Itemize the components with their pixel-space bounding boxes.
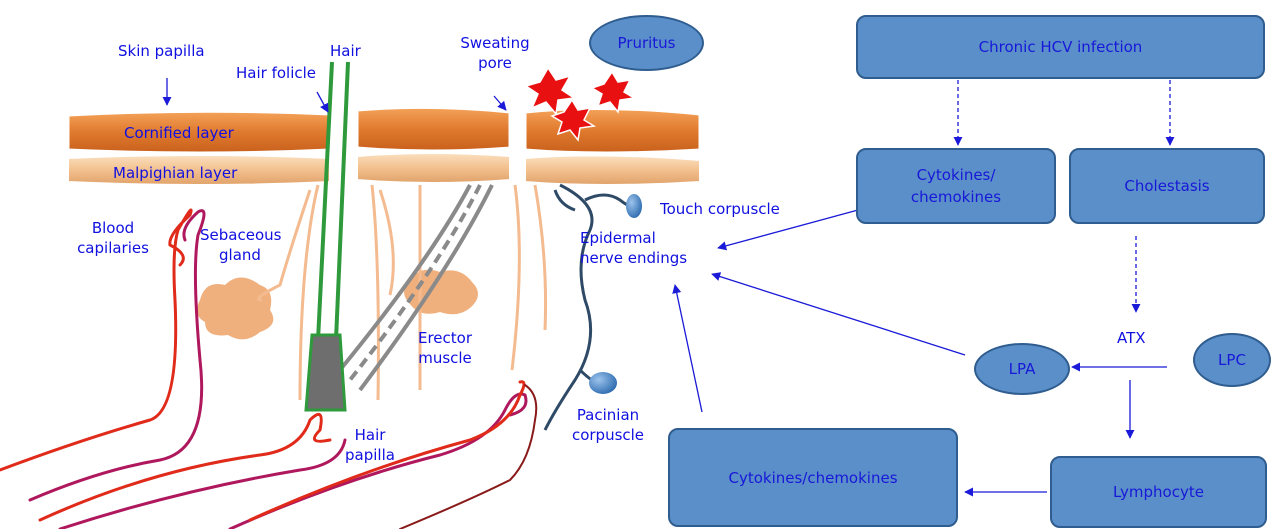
lymphocyte-node: Lymphocyte (1050, 456, 1267, 528)
hair-folicle-label: Hair folicle (236, 63, 316, 83)
pacinian-corpuscle-label: Pacinian corpuscle (558, 405, 658, 445)
cytokines-chemokines-node-top: Cytokines/ chemokines (856, 148, 1056, 224)
sweating-pore-label: Sweating pore (440, 33, 550, 73)
cholestasis-node: Cholestasis (1069, 148, 1265, 224)
sebaceous-gland-label: Sebaceous gland (200, 225, 280, 265)
lpc-node: LPC (1193, 333, 1271, 387)
erector-muscle-label: Erector muscle (405, 328, 485, 368)
lpa-node: LPA (974, 343, 1070, 395)
nerve-fibres (545, 185, 640, 430)
pruritus-node: Pruritus (589, 15, 704, 71)
atx-label: ATX (1117, 328, 1146, 348)
pacinian-corpuscle-shape (589, 372, 617, 394)
epidermal-nerve-endings-label: Epidermal nerve endings (580, 228, 687, 268)
skin-papilla-label: Skin papilla (118, 41, 205, 61)
hair-papilla-label: Hair papilla (335, 425, 405, 465)
blood-capilaries-label: Blood capilaries (68, 218, 158, 258)
malpighian-layer-label: Malpighian layer (113, 163, 237, 183)
hair-label: Hair (330, 41, 361, 61)
cytokines-chemokines-node-bottom: Cytokines/chemokines (668, 428, 958, 527)
chronic-hcv-node: Chronic HCV infection (856, 15, 1265, 79)
touch-corpuscle-shape (626, 194, 642, 218)
cornified-layer-label: Cornified layer (124, 123, 234, 143)
touch-corpuscle-label: Touch corpuscle (660, 199, 780, 219)
